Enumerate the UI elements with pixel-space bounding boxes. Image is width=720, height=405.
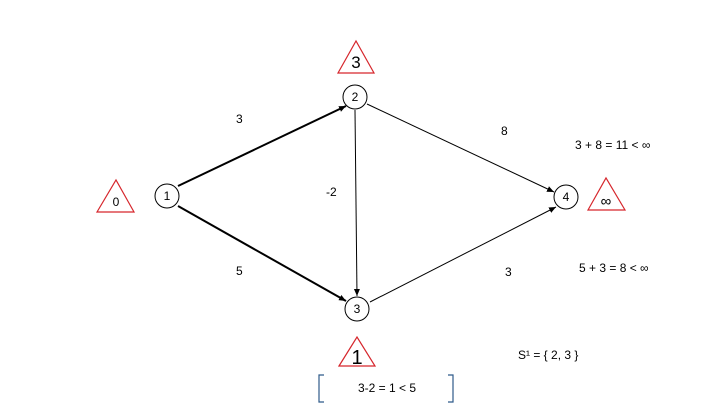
distance-node4-value: ∞ — [601, 193, 612, 210]
edge-1-2 — [177, 105, 347, 187]
node-2[interactable]: 2 — [342, 84, 368, 110]
edge-1-3 — [177, 205, 347, 302]
edge-3-4 — [369, 206, 557, 303]
edge-1-3-weight: 5 — [236, 264, 243, 278]
relax-2-3-box: 3-2 = 1 < 5 — [318, 374, 454, 403]
node-3[interactable]: 3 — [344, 296, 370, 322]
node-4[interactable]: 4 — [553, 184, 579, 210]
edge-2-4-weight: 8 — [501, 124, 508, 138]
edge-2-3-weight: -2 — [326, 185, 337, 199]
node-2-label: 2 — [352, 90, 359, 104]
relax-2-4-text: 3 + 8 = 11 < ∞ — [575, 138, 650, 152]
node-1-label: 1 — [164, 189, 171, 203]
distance-node2-value: 3 — [351, 53, 360, 72]
edge-1-2-weight: 3 — [236, 112, 243, 126]
distance-triangle-node2: 3 — [336, 39, 376, 74]
distance-triangle-node3: 1 — [337, 335, 377, 369]
set-s1-text: S¹ = { 2, 3 } — [518, 348, 578, 362]
distance-node3-value: 1 — [351, 347, 362, 369]
relax-2-3-text: 3-2 = 1 < 5 — [358, 381, 416, 395]
distance-triangle-node1: 0 — [95, 178, 136, 213]
node-3-label: 3 — [354, 302, 361, 316]
node-1[interactable]: 1 — [154, 183, 180, 209]
node-4-label: 4 — [563, 190, 570, 204]
distance-triangle-node4: ∞ — [586, 176, 627, 211]
edge-2-4 — [366, 103, 555, 193]
relax-3-4-text: 5 + 3 = 8 < ∞ — [579, 261, 649, 275]
edge-3-4-weight: 3 — [505, 265, 512, 279]
edge-2-3 — [353, 109, 360, 297]
distance-node1-value: 0 — [113, 195, 120, 209]
